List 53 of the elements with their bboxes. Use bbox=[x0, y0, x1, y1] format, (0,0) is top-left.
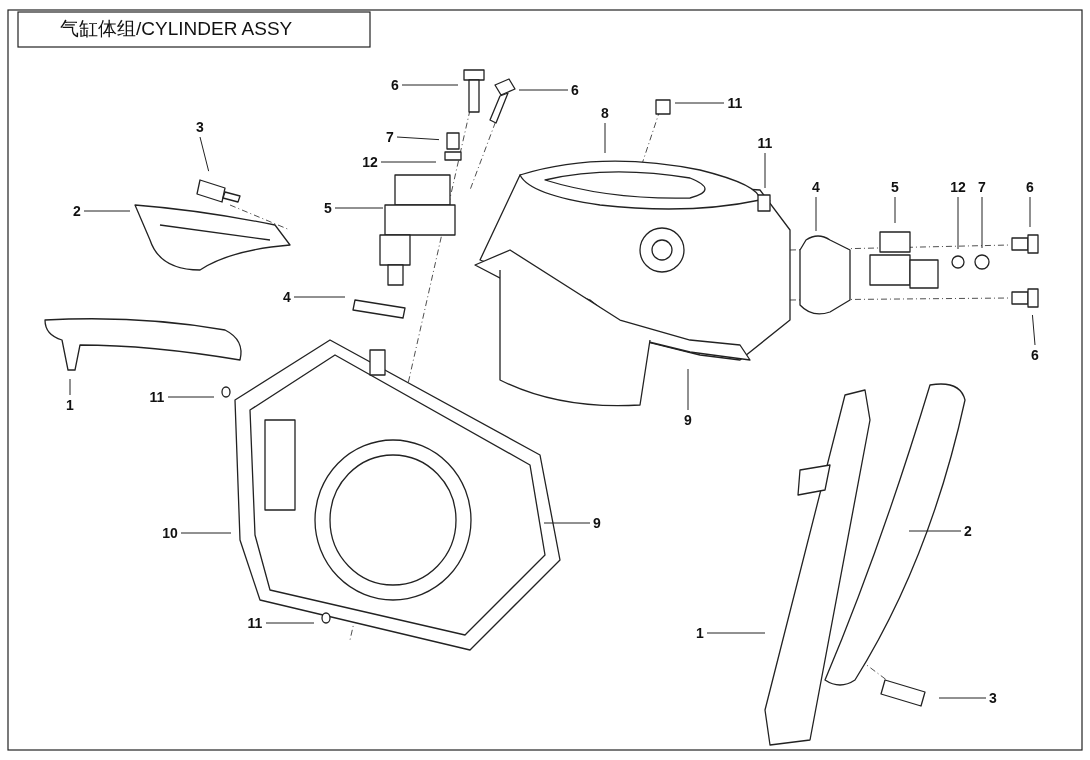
callout-number: 4 bbox=[804, 179, 828, 195]
callout-number: 11 bbox=[723, 95, 747, 111]
leader-line bbox=[764, 152, 766, 189]
callout-number: 12 bbox=[358, 154, 382, 170]
callout-number: 3 bbox=[981, 690, 1005, 706]
leader-line bbox=[167, 396, 215, 398]
leader-line bbox=[293, 296, 346, 298]
callout-number: 4 bbox=[275, 289, 299, 305]
callout-number: 6 bbox=[1018, 179, 1042, 195]
callout-number: 5 bbox=[883, 179, 907, 195]
callout-number: 6 bbox=[383, 77, 407, 93]
leader-line bbox=[401, 84, 459, 86]
leader-line bbox=[706, 632, 766, 634]
callout-number: 3 bbox=[188, 119, 212, 135]
leader-line bbox=[981, 196, 983, 249]
leader-line bbox=[199, 136, 210, 172]
leader-line bbox=[908, 530, 962, 532]
title: 气缸体组/CYLINDER ASSY bbox=[60, 17, 293, 41]
leader-line bbox=[894, 196, 896, 224]
leader-line bbox=[396, 136, 440, 141]
leader-line bbox=[1029, 196, 1031, 228]
leader-line bbox=[938, 697, 987, 699]
callout-number: 9 bbox=[585, 515, 609, 531]
leader-line bbox=[687, 368, 689, 411]
callout-number: 8 bbox=[593, 105, 617, 121]
callout-number: 6 bbox=[563, 82, 587, 98]
leader-line bbox=[265, 622, 315, 624]
callout-number: 1 bbox=[58, 397, 82, 413]
callout-number: 9 bbox=[676, 412, 700, 428]
leader-line bbox=[180, 532, 232, 534]
callout-number: 6 bbox=[1023, 347, 1047, 363]
leader-line bbox=[518, 89, 569, 91]
callout-number: 5 bbox=[316, 200, 340, 216]
callout-number: 11 bbox=[753, 135, 777, 151]
callout-number: 10 bbox=[158, 525, 182, 541]
callout-number: 1 bbox=[688, 625, 712, 641]
leader-line bbox=[674, 102, 725, 104]
callout-number: 7 bbox=[378, 129, 402, 145]
callout-number: 12 bbox=[946, 179, 970, 195]
leader-line bbox=[1031, 314, 1036, 346]
callout-number: 2 bbox=[65, 203, 89, 219]
leader-line bbox=[334, 207, 384, 209]
leader-line bbox=[815, 196, 817, 232]
leader-line bbox=[604, 122, 606, 154]
leader-line bbox=[543, 522, 591, 524]
leader-line bbox=[380, 161, 437, 163]
leader-line bbox=[69, 378, 71, 396]
callout-number: 2 bbox=[956, 523, 980, 539]
callout-number: 7 bbox=[970, 179, 994, 195]
callout-number: 11 bbox=[145, 389, 169, 405]
callout-number: 11 bbox=[243, 615, 267, 631]
leader-line bbox=[957, 196, 959, 250]
leader-line bbox=[83, 210, 131, 212]
